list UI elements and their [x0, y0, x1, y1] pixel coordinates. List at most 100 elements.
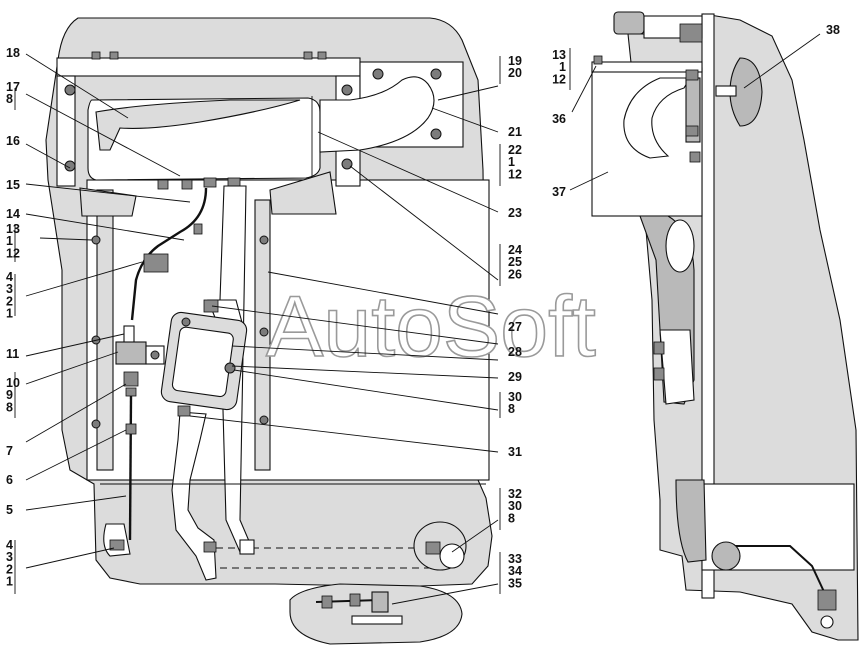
bolt — [689, 151, 701, 163]
filler-neck — [715, 85, 737, 97]
bolt-hole — [259, 327, 269, 337]
bolt-hole — [259, 235, 269, 245]
tap-handle — [351, 615, 403, 625]
callout-c18-line-0: 18 — [6, 46, 20, 60]
callout-c11-line-0: 11 — [6, 347, 19, 361]
callout-c4-line-1: 3 — [6, 282, 13, 296]
housing-bolt — [224, 362, 236, 374]
fitting — [203, 177, 217, 188]
side-drain-elbow — [711, 541, 741, 571]
bolt — [685, 125, 699, 137]
callout-c27-line-0: 27 — [508, 320, 522, 334]
hose-clamp — [203, 299, 219, 313]
callout-c10-line-0: 10 — [6, 376, 20, 390]
plate-end — [239, 539, 255, 555]
top-bracket — [56, 57, 361, 77]
callout-c13r-line-1: 1 — [559, 60, 566, 74]
elbow-nut — [425, 541, 441, 555]
drain-tube — [130, 187, 208, 321]
tube-bracket — [143, 253, 169, 273]
callout-c31-line-0: 31 — [508, 445, 522, 459]
callout-c17-line-0: 17 — [6, 80, 20, 94]
bolt — [109, 51, 119, 60]
callout-c17-line-1: 8 — [6, 92, 13, 106]
callout-labels: 1817816151413112432111109876543211920212… — [6, 23, 840, 590]
fitting — [181, 179, 193, 190]
callout-c13r-line-0: 13 — [552, 48, 566, 62]
callout-c4b-line-0: 4 — [6, 538, 13, 552]
callout-c4b-line-2: 2 — [6, 562, 13, 576]
callout-c4-line-2: 2 — [6, 294, 13, 308]
callout-c10-line-1: 9 — [6, 388, 13, 402]
side-drain-tap — [817, 589, 837, 611]
tap-nut — [349, 593, 361, 607]
bolt-hole — [372, 68, 384, 80]
callout-c6-line-0: 6 — [6, 473, 13, 487]
bolt — [91, 51, 101, 60]
bolt-hole — [341, 158, 353, 170]
hose-clamp — [203, 541, 217, 553]
callout-c23-line-0: 23 — [508, 206, 522, 220]
callout-c21-line-0: 21 — [508, 125, 522, 139]
tap-valve — [371, 591, 389, 613]
drain-line — [128, 395, 133, 541]
callout-c4b-line-1: 3 — [6, 550, 13, 564]
clamp — [193, 223, 203, 235]
top-knob — [613, 11, 645, 35]
lower-left-bracket — [79, 187, 137, 217]
valve-handle-hole — [150, 350, 160, 360]
bolt — [685, 69, 699, 81]
bolt-hole — [91, 419, 101, 429]
bolt — [653, 341, 665, 355]
bolt-hole — [91, 235, 101, 245]
callout-c32-line-2: 8 — [508, 511, 515, 525]
callout-c38-line-0: 38 — [826, 23, 840, 37]
callout-c10-line-2: 8 — [6, 400, 13, 414]
callout-c30-line-0: 30 — [508, 390, 522, 404]
callout-c33-line-2: 35 — [508, 576, 522, 590]
tank-inner-shading — [95, 99, 301, 151]
lower-right-bracket — [269, 171, 337, 215]
callout-c32-line-1: 30 — [508, 499, 522, 513]
callout-c33-line-1: 34 — [508, 564, 522, 578]
callout-c13-line-0: 13 — [6, 222, 20, 236]
bolt-hole — [430, 128, 442, 140]
bolt — [317, 51, 327, 60]
side-drain-ring — [820, 615, 834, 629]
drain-plug — [109, 539, 125, 551]
hose-clamp — [177, 405, 191, 417]
callout-c22-line-0: 22 — [508, 143, 522, 157]
callout-bars — [14, 48, 571, 594]
watermark-text: AutoSoft — [266, 279, 596, 375]
housing-bolt — [181, 317, 191, 327]
side-drain-line — [730, 545, 827, 597]
hose-bulge — [665, 219, 695, 273]
callout-c13-line-2: 12 — [6, 246, 20, 260]
bolt — [593, 55, 603, 65]
callout-c32-line-0: 32 — [508, 487, 522, 501]
valve-fitting — [123, 325, 135, 345]
side-bottom-bracket — [675, 479, 707, 563]
callout-c30-line-1: 8 — [508, 402, 515, 416]
tap-nut — [321, 595, 333, 609]
filler-cap — [729, 57, 763, 127]
bolt — [653, 367, 665, 381]
callout-c29-line-0: 29 — [508, 370, 522, 384]
side-sensor — [659, 329, 695, 405]
callout-c24-line-1: 25 — [508, 255, 522, 269]
callout-c4b-line-3: 1 — [6, 575, 13, 589]
bolt — [303, 51, 313, 60]
valve-nut — [123, 371, 139, 387]
bolt-hole — [430, 68, 442, 80]
callout-c5-line-0: 5 — [6, 503, 13, 517]
callout-c24-line-0: 24 — [508, 243, 522, 257]
callout-c15-line-0: 15 — [6, 178, 20, 192]
elbow-fitting — [439, 543, 465, 569]
sensor-cover — [171, 326, 234, 398]
left-bracket — [56, 75, 76, 187]
bolt-hole — [259, 415, 269, 425]
callout-c13r-line-2: 12 — [552, 72, 566, 86]
left-side-rail — [96, 189, 114, 471]
